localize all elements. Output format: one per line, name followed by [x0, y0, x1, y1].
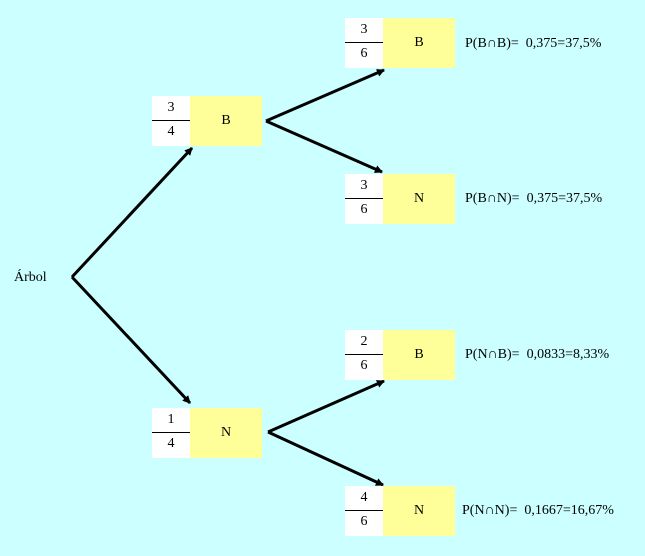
branch-root-to-n [70, 275, 192, 405]
outcome-label: B [190, 96, 262, 146]
numerator: 3 [167, 100, 175, 115]
probability-bb: P(B∩B)= 0,375=37,5% [465, 36, 601, 52]
fraction-bar [345, 354, 383, 355]
denominator: 6 [360, 358, 368, 373]
probability-value: 0,375=37,5% [526, 191, 603, 206]
probability-nn: P(N∩N)= 0,1667=16,67% [462, 503, 614, 519]
fraction-bar [152, 120, 190, 121]
outcome-label: B [383, 18, 455, 68]
branch-n-to-n [267, 430, 384, 487]
fraction: 4 6 [345, 486, 383, 536]
probability-label: P(B∩N)= [465, 191, 520, 206]
fraction: 3 6 [345, 18, 383, 68]
outcome-label: N [383, 486, 455, 536]
outcome-label: N [383, 174, 455, 224]
branch-b-to-n [265, 119, 383, 174]
probability-value: 0,1667=16,67% [524, 503, 614, 518]
probability-nb: P(N∩B)= 0,0833=8,33% [465, 347, 609, 363]
numerator: 4 [360, 490, 368, 505]
numerator: 3 [360, 178, 368, 193]
probability-value: 0,0833=8,33% [526, 347, 610, 362]
denominator: 6 [360, 202, 368, 217]
branch-b-to-b [265, 68, 385, 123]
fraction-bar [152, 432, 190, 433]
branch-n-to-b [267, 379, 385, 434]
fraction-bar [345, 42, 383, 43]
outcome-label: B [383, 330, 455, 380]
fraction: 2 6 [345, 330, 383, 380]
fraction: 3 4 [152, 96, 190, 146]
numerator: 3 [360, 22, 368, 37]
fraction: 3 6 [345, 174, 383, 224]
fraction: 1 4 [152, 408, 190, 458]
probability-label: P(N∩B)= [465, 347, 520, 362]
numerator: 1 [167, 412, 175, 427]
outcome-label: N [190, 408, 262, 458]
denominator: 4 [167, 124, 175, 139]
probability-value: 0,375=37,5% [525, 36, 602, 51]
probability-label: P(B∩B)= [465, 36, 519, 51]
probability-label: P(N∩N)= [462, 503, 518, 518]
fraction-bar [345, 198, 383, 199]
numerator: 2 [360, 334, 368, 349]
fraction-bar [345, 510, 383, 511]
denominator: 6 [360, 514, 368, 529]
denominator: 4 [167, 436, 175, 451]
root-label: Árbol [14, 270, 47, 285]
branch-root-to-b [70, 146, 194, 279]
probability-bn: P(B∩N)= 0,375=37,5% [465, 191, 602, 207]
denominator: 6 [360, 46, 368, 61]
